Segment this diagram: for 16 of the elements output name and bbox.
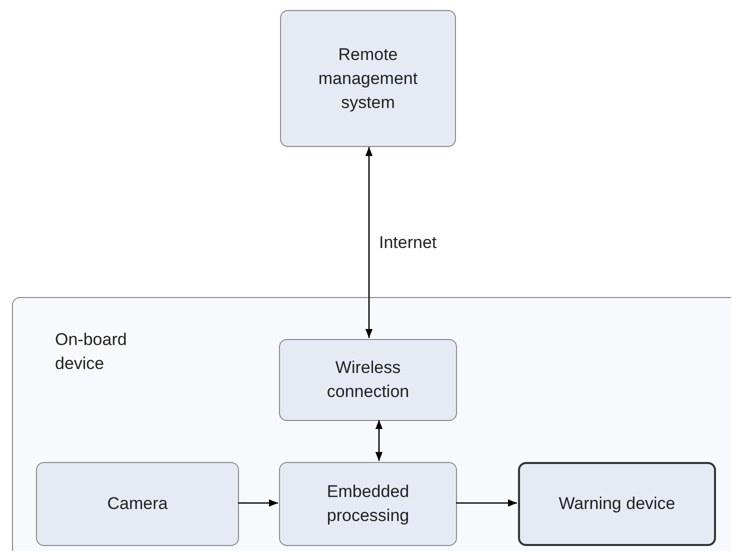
box-label: Wireless connection (326, 357, 410, 403)
box-label: Embedded processing (326, 481, 410, 527)
process-box (279, 462, 457, 546)
process-box (280, 10, 456, 147)
arrow (238, 499, 278, 507)
process-box (36, 462, 239, 546)
group-title: On-board device (55, 329, 128, 375)
box-label: Remote management system (317, 44, 419, 114)
group-container (12, 297, 731, 551)
box-label: Warning device (558, 493, 676, 515)
arrow (365, 147, 373, 338)
arrow (375, 420, 383, 461)
process-box (518, 462, 716, 546)
box-label: Camera (107, 493, 168, 515)
process-box (279, 339, 457, 421)
arrow (456, 499, 517, 507)
